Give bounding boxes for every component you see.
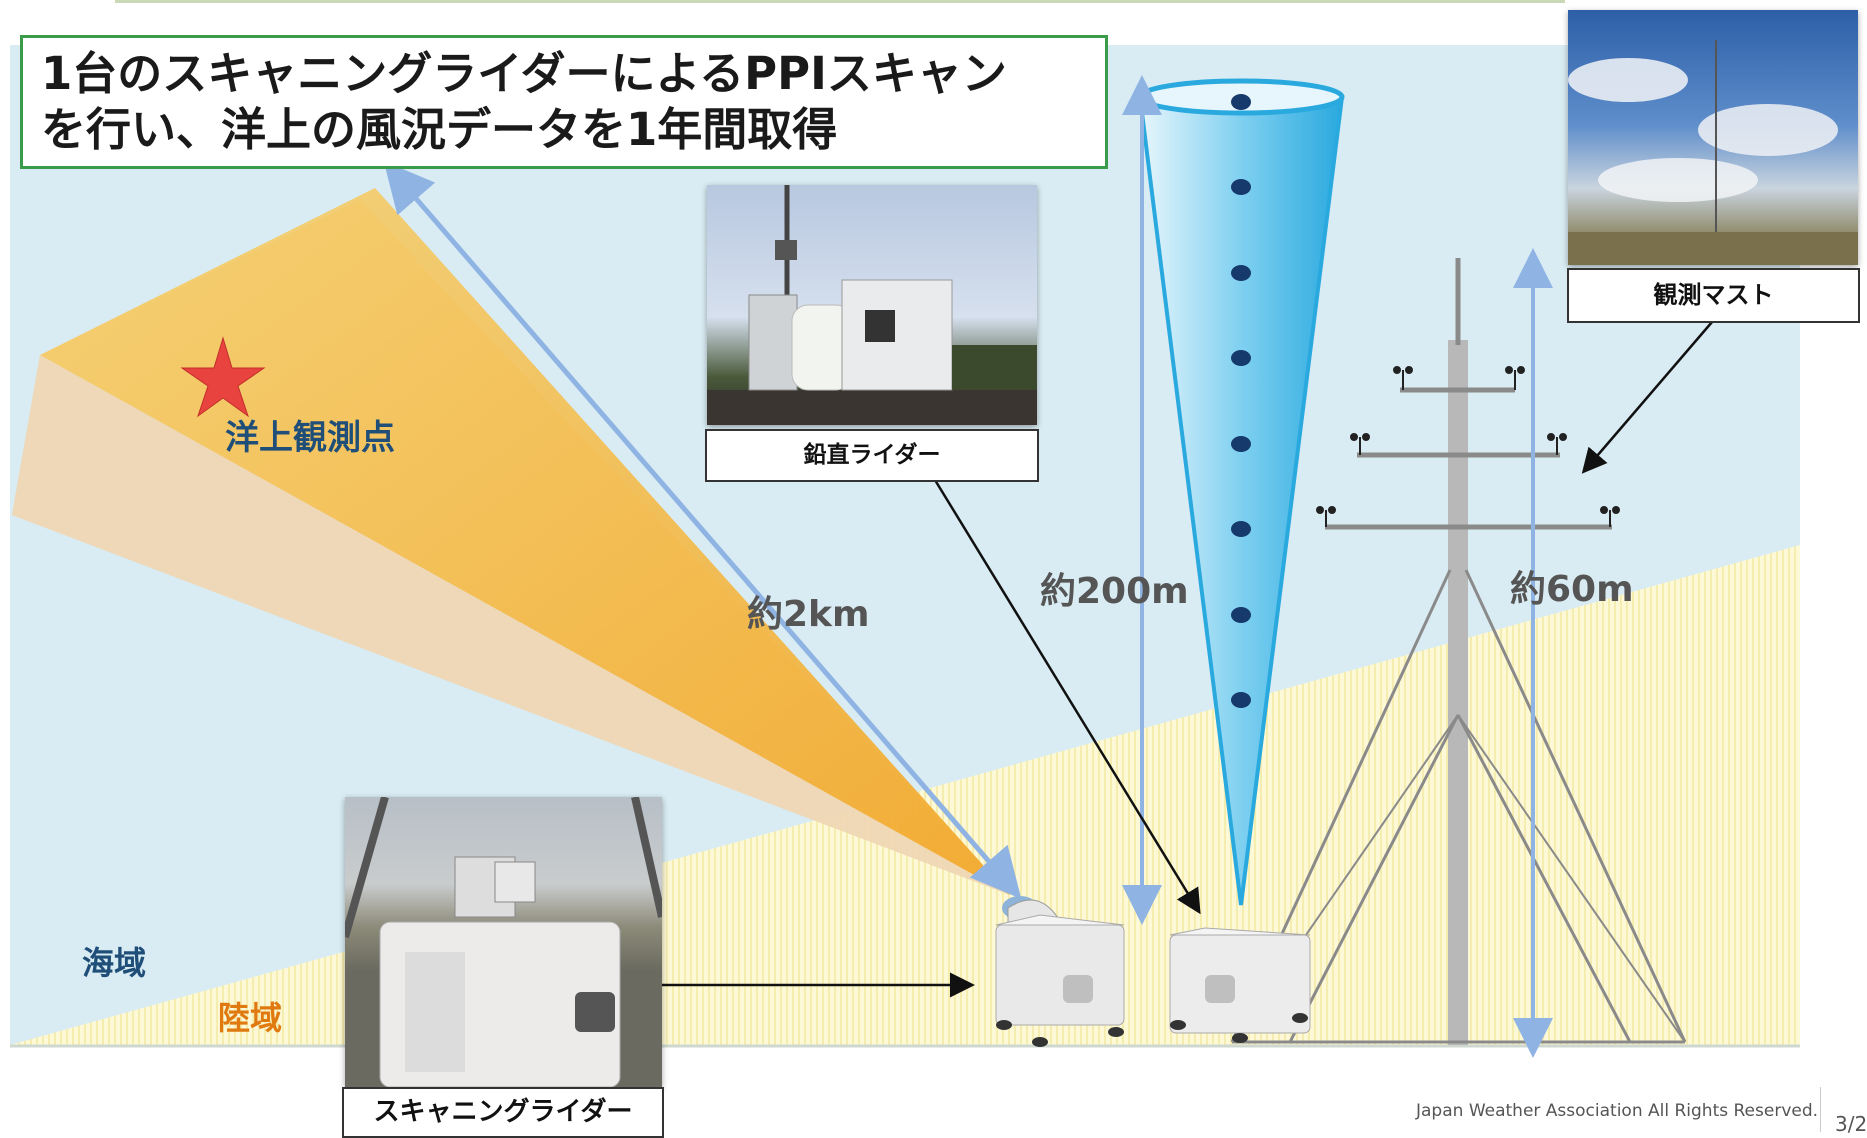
top-rule <box>115 0 1565 3</box>
lidar-unit-icon <box>995 896 1125 1047</box>
scan-range-arrow <box>383 161 1022 899</box>
title-line-1: 1台のスキャニングライダーによるPPIスキャン <box>41 47 1007 100</box>
vertical-lidar-callout-arrow <box>933 479 1201 915</box>
scan-range-label: 約2km <box>747 594 870 635</box>
title-line-2: を行い、洋上の風況データを1年間取得 <box>41 103 838 156</box>
mast-callout-arrow <box>1581 321 1713 474</box>
sea-zone-label: 海域 <box>82 944 147 982</box>
vertical-lidar-photo-art <box>707 185 1037 425</box>
scanning-lidar-caption: スキャニングライダー <box>342 1087 664 1138</box>
mast-caption: 観測マスト <box>1567 268 1860 323</box>
footer-copyright: Japan Weather Association All Rights Res… <box>1416 1101 1819 1121</box>
vertical-lidar-caption: 鉛直ライダー <box>705 429 1039 482</box>
vertical-range-label: 約200m <box>1040 571 1189 612</box>
scanning-lidar-photo <box>345 797 662 1087</box>
mast-height-label: 約60m <box>1510 569 1634 610</box>
page-number: 3/2 <box>1835 1112 1867 1136</box>
title-box: 1台のスキャニングライダーによるPPIスキャン を行い、洋上の風況データを1年間… <box>20 35 1108 169</box>
footer-separator <box>1820 1087 1821 1132</box>
scanning-lidar-photo-art <box>345 797 662 1087</box>
mast-photo <box>1568 10 1858 265</box>
vertical-lidar-photo <box>707 185 1037 425</box>
star-icon <box>180 336 266 418</box>
observation-point-label: 洋上観測点 <box>225 418 395 458</box>
beam-measure-points <box>1231 94 1251 708</box>
lidar-unit-icon <box>1169 927 1311 1043</box>
mast-photo-art <box>1568 40 1858 265</box>
land-zone-label: 陸域 <box>218 999 283 1037</box>
